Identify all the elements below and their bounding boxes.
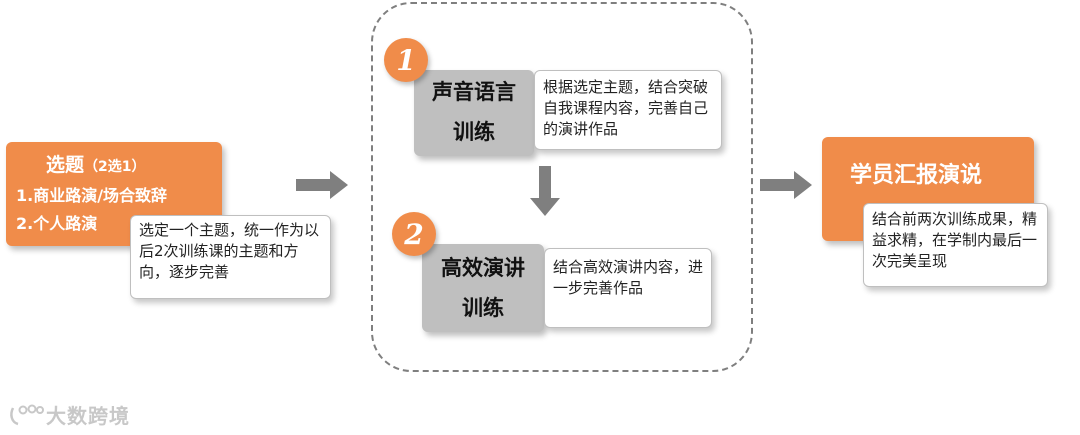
step2-title-line1: 高效演讲: [441, 256, 525, 280]
step2-note: 结合高效演讲内容，进一步完善作品: [544, 248, 712, 328]
watermark: 大数跨境: [8, 400, 130, 429]
step2-block: 高效演讲 训练: [422, 244, 544, 332]
topic-selection-suffix: （2选1）: [84, 159, 146, 175]
step1-title-line1: 声音语言: [432, 80, 516, 104]
topic-selection-title-row: 选题（2选1）: [46, 150, 146, 177]
topic-selection-title: 选题: [46, 154, 85, 176]
step1-badge: 1: [384, 38, 428, 82]
step1-block: 声音语言 训练: [414, 70, 534, 156]
watermark-logo-icon: [10, 404, 44, 425]
topic-option-1: 1.商业路演/场合致辞: [16, 186, 168, 205]
topic-option-2: 2.个人路演: [16, 214, 98, 233]
arrow-down-icon: [530, 166, 560, 216]
final-presentation-title: 学员汇报演说: [850, 163, 983, 188]
topic-selection-note: 选定一个主题，统一作为以后2次训练课的主题和方向，逐步完善: [130, 215, 331, 299]
final-presentation-note: 结合前两次训练成果，精益求精，在学制内最后一次完美呈现: [863, 203, 1048, 287]
step1-title-line2: 训练: [453, 120, 495, 144]
topic-selection-box: 选题（2选1） 1.商业路演/场合致辞 2.个人路演: [6, 142, 222, 246]
step2-badge: 2: [392, 212, 436, 256]
training-stages-container: [371, 2, 753, 372]
arrow-right-icon: [296, 171, 348, 199]
watermark-text: 大数跨境: [46, 404, 130, 428]
step2-title-line2: 训练: [462, 296, 504, 320]
step1-note: 根据选定主题，结合突破自我课程内容，完善自己的演讲作品: [534, 70, 722, 150]
arrow-right-icon: [760, 171, 812, 199]
